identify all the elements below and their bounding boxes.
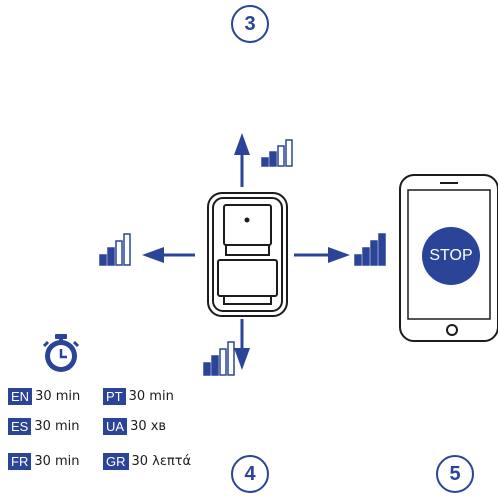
language-code: ES	[8, 418, 32, 435]
language-code: EN	[8, 388, 33, 405]
language-code: GR	[103, 453, 129, 470]
duration-value: 30 min	[128, 389, 174, 404]
language-code: UA	[103, 418, 128, 435]
language-code: FR	[8, 453, 32, 470]
motion-detector-icon	[207, 192, 288, 317]
duration-row-pt: PT 30 min	[103, 388, 174, 405]
duration-row-gr: GR 30 λεπτά	[103, 453, 191, 470]
stop-button[interactable]	[422, 227, 480, 285]
duration-value: 30 λεπτά	[131, 454, 192, 469]
duration-row-en: EN 30 min	[8, 388, 80, 405]
stop-button-label[interactable]: STOP	[429, 247, 473, 264]
signal-strength-icon	[99, 233, 131, 266]
stopwatch-icon	[42, 334, 80, 372]
duration-value: 30 min	[34, 419, 80, 434]
duration-value: 30 min	[35, 389, 81, 404]
duration-value: 30 хв	[130, 419, 167, 434]
signal-strength-icon	[261, 139, 293, 167]
duration-row-ua: UA 30 хв	[103, 418, 166, 435]
step-number-4: 4	[231, 455, 269, 493]
step-number-3: 3	[231, 5, 269, 43]
duration-row-es: ES 30 min	[8, 418, 80, 435]
signal-strength-icon	[203, 341, 235, 376]
smartphone-icon	[399, 174, 498, 342]
signal-strength-icon	[354, 233, 386, 266]
language-code: PT	[103, 388, 126, 405]
duration-value: 30 min	[34, 454, 80, 469]
signal-arrows	[142, 133, 350, 370]
duration-row-fr: FR 30 min	[8, 453, 80, 470]
step-number-5: 5	[436, 455, 474, 493]
